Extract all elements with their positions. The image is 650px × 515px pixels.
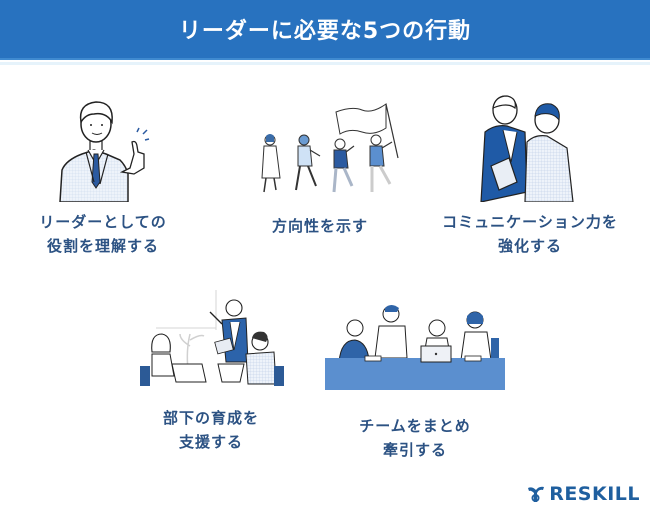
reskill-mark-icon: [528, 486, 545, 502]
mentor-presenting-icon: [136, 290, 286, 390]
colleagues-tablet-icon: [475, 92, 585, 203]
item-develop-subordinates: 部下の育成を 支援する: [126, 290, 296, 454]
item-communication: コミュニケーション力を 強化する: [425, 92, 635, 258]
caption-line-2: 強化する: [497, 237, 562, 255]
caption: 部下の育成を 支援する: [163, 406, 259, 454]
caption-line-1: 方向性を示す: [271, 217, 368, 235]
caption-line-1: 部下の育成を: [162, 409, 259, 427]
logo-text: RESKILL: [549, 483, 640, 505]
caption: リーダーとしての 役割を理解する: [39, 210, 167, 258]
team-meeting-icon: [325, 300, 505, 390]
caption-line-2: 支援する: [178, 433, 243, 451]
item-show-direction: 方向性を示す: [225, 100, 415, 238]
page-title: リーダーに必要な5つの行動: [178, 19, 472, 44]
item-lead-team: チームをまとめ 牽引する: [320, 300, 510, 462]
businessman-thumbs-up-icon: [48, 92, 158, 203]
caption-line-1: コミュニケーション力を: [442, 213, 618, 231]
caption: コミュニケーション力を 強化する: [442, 210, 618, 258]
item-understand-role: リーダーとしての 役割を理解する: [18, 92, 188, 258]
reskill-logo: RESKILL: [527, 483, 640, 505]
banner-underline: [0, 62, 650, 65]
caption-line-1: チームをまとめ: [359, 417, 471, 435]
people-marching-flag-icon: [240, 100, 400, 200]
caption-line-2: 牽引する: [382, 441, 447, 459]
title-banner: リーダーに必要な5つの行動: [0, 0, 650, 60]
caption-line-1: リーダーとしての: [39, 213, 167, 231]
caption: チームをまとめ 牽引する: [359, 414, 471, 462]
caption: 方向性を示す: [272, 214, 368, 238]
caption-line-2: 役割を理解する: [46, 237, 159, 255]
